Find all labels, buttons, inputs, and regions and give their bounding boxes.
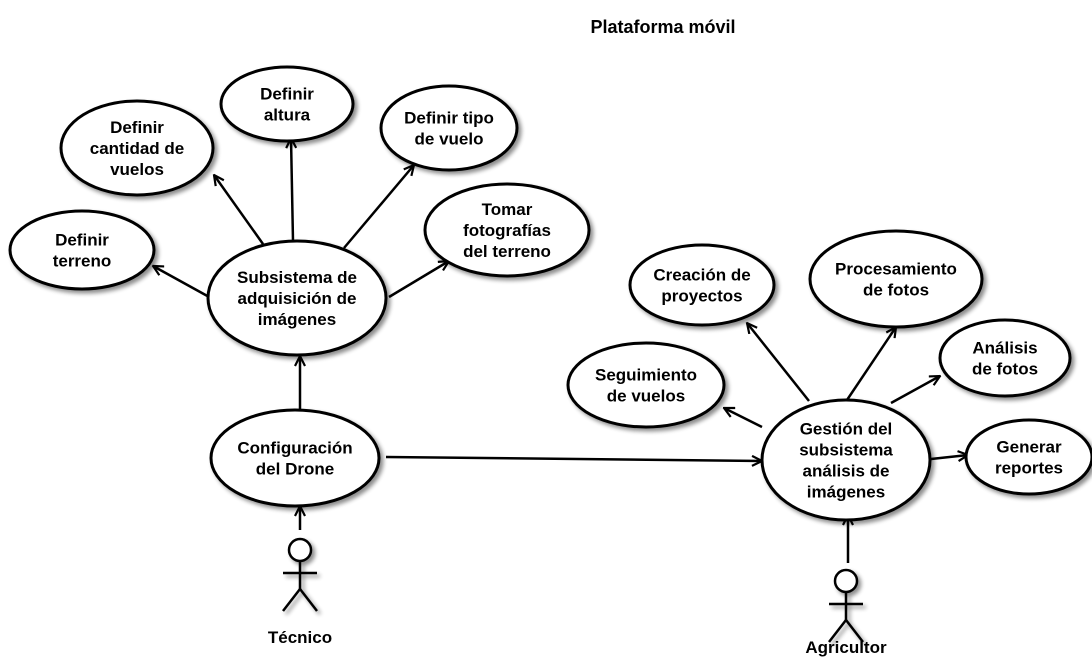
use-case-label-line: imágenes (258, 310, 336, 329)
use-case-definir-tipo-vuelo: Definir tipo de vuelo (379, 84, 519, 172)
arrow-gestion-subsistema-to-analisis-fotos (890, 376, 940, 405)
use-case-label-line: Seguimiento (595, 366, 697, 385)
arrow-subsistema-adquisicion-to-definir-tipo-vuelo (343, 165, 414, 249)
use-case-label-line: de vuelo (415, 130, 484, 149)
use-case-generar-reportes: Generar reportes (964, 418, 1092, 496)
actor-leg-right-icon (845, 619, 864, 643)
use-case-label-line: terreno (53, 252, 112, 271)
arrow-subsistema-adquisicion-to-tomar-fotografias (388, 261, 449, 299)
use-case-ellipse (628, 243, 776, 327)
use-case-ellipse (8, 209, 156, 291)
actor-head-icon (833, 568, 859, 594)
use-case-configuracion-drone: Configuración del Drone (209, 408, 381, 508)
actor-label-tecnico: Técnico (268, 628, 332, 647)
arrow-gestion-subsistema-to-procesamiento-fotos (845, 327, 896, 401)
use-case-ellipse (379, 84, 519, 172)
use-case-procesamiento-fotos: Procesamiento de fotos (808, 229, 984, 329)
use-case-subsistema-adquisicion: Subsistema de adquisición de imágenes (206, 239, 388, 357)
use-case-label-line: altura (264, 106, 311, 125)
use-case-label-line: Generar (996, 438, 1062, 457)
use-case-label-line: cantidad de (90, 139, 184, 158)
use-case-ellipse (219, 65, 355, 143)
use-case-label-line: Creación de (653, 266, 750, 285)
use-case-label-line: Definir (110, 118, 164, 137)
arrow-configuracion-drone-to-gestion-subsistema (385, 457, 762, 461)
actor-tecnico (282, 537, 318, 612)
use-case-definir-terreno: Definir terreno (8, 209, 156, 291)
use-case-label-line: subsistema (799, 441, 893, 460)
use-case-label-line: del Drone (256, 460, 334, 479)
use-case-label-line: de fotos (863, 281, 929, 300)
use-case-label-line: proyectos (661, 287, 742, 306)
use-case-ellipse (808, 229, 984, 329)
use-case-label-line: reportes (995, 459, 1063, 478)
use-case-label-line: de vuelos (607, 387, 685, 406)
use-case-label-line: Subsistema de (237, 268, 357, 287)
use-case-label-line: Análisis (972, 339, 1037, 358)
use-case-definir-cantidad-vuelos: Definir cantidad de vuelos (59, 99, 215, 197)
use-case-creacion-proyectos: Creación de proyectos (628, 243, 776, 327)
use-case-definir-altura: Definir altura (219, 65, 355, 143)
use-case-label-line: Definir (260, 85, 314, 104)
use-case-ellipse (566, 341, 726, 429)
diagram-title: Plataforma móvil (590, 17, 735, 37)
use-case-label-line: imágenes (807, 483, 885, 502)
use-case-label-line: análisis de (803, 462, 890, 481)
use-case-ellipse (206, 239, 388, 357)
arrow-gestion-subsistema-to-seguimiento-vuelos (724, 406, 763, 429)
arrow-gestion-subsistema-to-generar-reportes (930, 455, 968, 459)
use-case-label-line: fotografías (463, 221, 551, 240)
edges-layer (153, 138, 968, 563)
arrow-subsistema-adquisicion-to-definir-altura (291, 138, 293, 242)
use-case-label-line: Tomar (482, 200, 533, 219)
use-case-label-line: Gestión del (800, 420, 893, 439)
use-case-label-line: Definir tipo (404, 109, 494, 128)
use-case-ellipse (760, 398, 932, 522)
actor-agricultor (828, 568, 864, 643)
use-case-label-line: del terreno (463, 242, 551, 261)
use-case-label-line: Definir (55, 231, 109, 250)
use-case-ellipse (209, 408, 381, 508)
use-case-label-line: Procesamiento (835, 260, 957, 279)
use-case-gestion-subsistema: Gestión del subsistema análisis de imágenes (760, 398, 932, 522)
use-case-ellipse (59, 99, 215, 197)
use-case-label-line: vuelos (110, 160, 164, 179)
use-case-ellipse (423, 182, 591, 278)
arrow-subsistema-adquisicion-to-definir-terreno (153, 266, 212, 300)
use-case-tomar-fotografias: Tomar fotografías del terreno (423, 182, 591, 278)
use-case-ellipse (964, 418, 1092, 496)
actor-head-icon (287, 537, 313, 563)
use-case-label-line: Configuración (237, 439, 352, 458)
use-case-ellipse (938, 318, 1072, 398)
use-case-seguimiento-vuelos: Seguimiento de vuelos (566, 341, 726, 429)
actor-leg-left-icon (282, 588, 301, 612)
use-case-analisis-fotos: Análisis de fotos (938, 318, 1072, 398)
arrow-subsistema-adquisicion-to-definir-cantidad-vuelos (214, 175, 265, 245)
actor-leg-right-icon (299, 588, 318, 612)
arrow-gestion-subsistema-to-creacion-proyectos (747, 323, 810, 402)
actor-label-agricultor: Agricultor (805, 638, 887, 657)
actor-leg-left-icon (828, 619, 847, 643)
use-case-label-line: de fotos (972, 360, 1038, 379)
use-case-label-line: adquisición de (237, 289, 356, 308)
